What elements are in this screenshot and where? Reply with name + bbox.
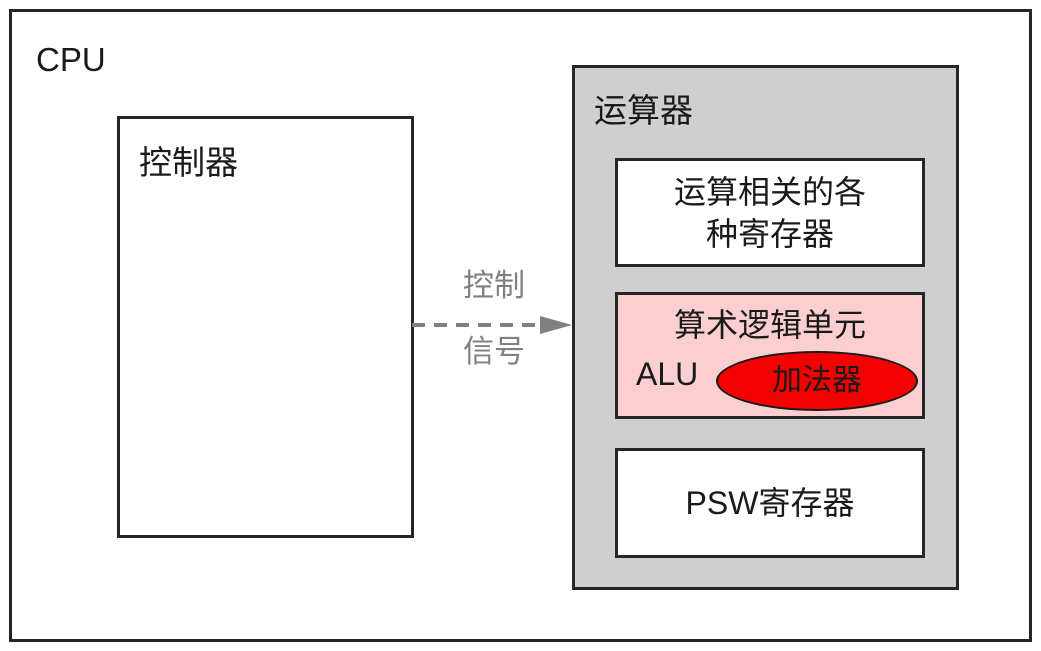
- cpu-label: CPU: [36, 41, 106, 78]
- dashed-arrow-right-icon: [412, 316, 572, 334]
- adder-label: 加法器: [772, 364, 862, 397]
- alu-box: 算术逻辑单元 ALU 加法器: [615, 292, 925, 419]
- psw-register-box: PSW寄存器: [615, 448, 925, 558]
- alu-label: 算术逻辑单元: [673, 307, 866, 343]
- controller-box: 控制器: [117, 116, 414, 538]
- controller-label: 控制器: [139, 144, 238, 181]
- adder-highlight-ellipse: 加法器: [716, 351, 918, 411]
- alu-abbreviation-label: ALU: [636, 356, 699, 392]
- registers-label-line1: 运算相关的各: [673, 173, 866, 210]
- arithmetic-unit-box: 运算器 运算相关的各 种寄存器 算术逻辑单元 ALU 加法器 PSW寄存器: [572, 65, 959, 590]
- arithmetic-unit-label: 运算器: [594, 92, 693, 129]
- control-signal-label-line2: 信号: [463, 334, 525, 369]
- registers-box: 运算相关的各 种寄存器: [615, 158, 925, 267]
- control-signal-label-line1: 控制: [463, 268, 525, 303]
- registers-label-line2: 种寄存器: [705, 215, 834, 252]
- psw-register-label: PSW寄存器: [685, 485, 855, 521]
